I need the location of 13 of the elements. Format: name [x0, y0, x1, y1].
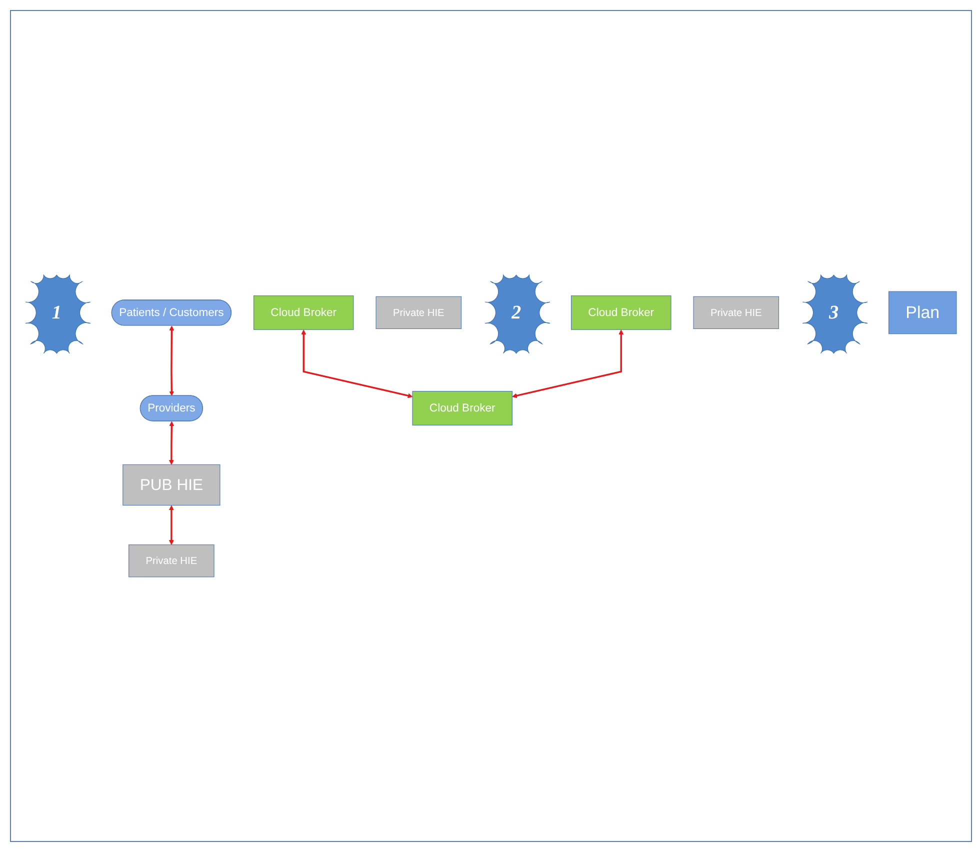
- arrow: [168, 421, 174, 465]
- node-box: Cloud Broker: [253, 295, 354, 330]
- node-box: Plan: [888, 291, 957, 334]
- node-box: Cloud Broker: [570, 295, 672, 330]
- arrow: [512, 330, 624, 398]
- node-box: PUB HIE: [122, 464, 220, 506]
- node-box: Private HIE: [128, 544, 214, 578]
- node-box: Cloud Broker: [412, 391, 512, 426]
- arrow: [169, 326, 174, 396]
- node-box: Private HIE: [376, 296, 462, 330]
- arrow: [301, 330, 413, 398]
- arrow: [168, 505, 174, 545]
- node-box: Private HIE: [693, 296, 780, 330]
